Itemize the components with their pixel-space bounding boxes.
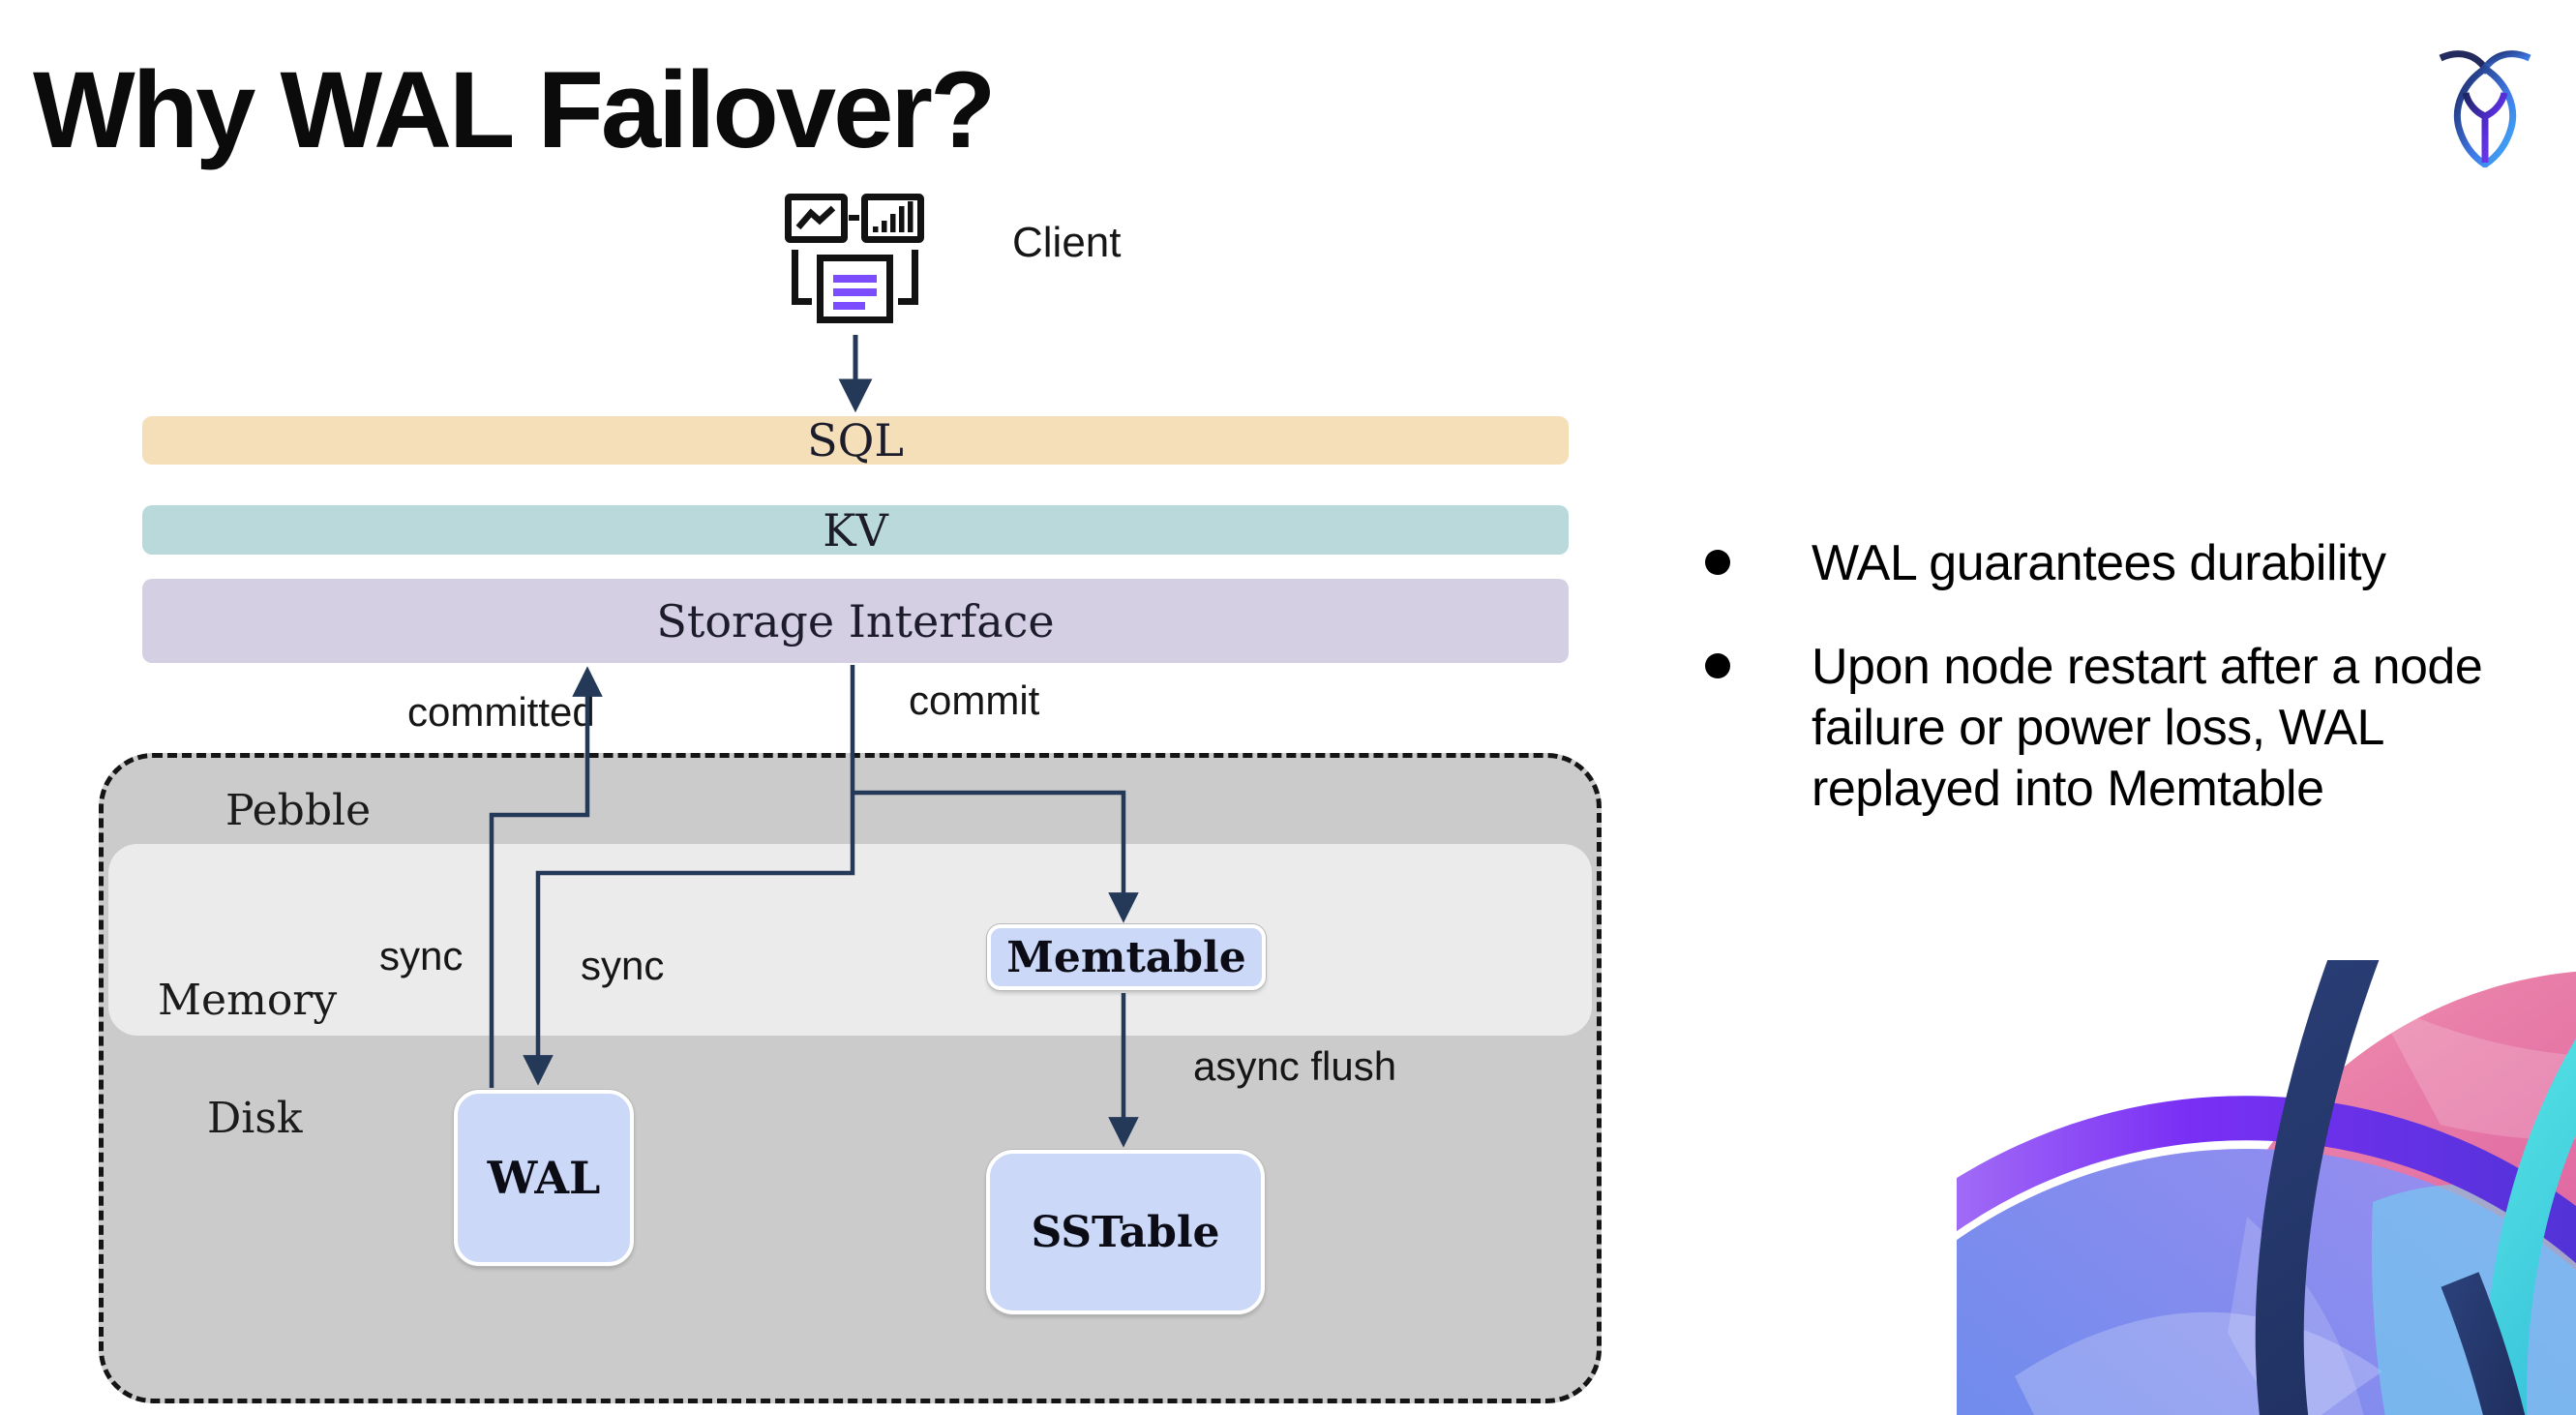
storage-interface-layer-bar: Storage Interface bbox=[142, 579, 1569, 663]
bullet-text: Upon node restart after a node failure o… bbox=[1812, 639, 2483, 817]
wal-box: WAL bbox=[454, 1090, 634, 1266]
sql-layer-bar: SQL bbox=[142, 414, 1569, 467]
sync-edge-label-right: sync bbox=[581, 943, 665, 988]
bullet-dot bbox=[1705, 550, 1730, 575]
sync-edge-label-left: sync bbox=[379, 933, 464, 978]
bullet-item: WAL guarantees durability bbox=[1692, 533, 2524, 594]
disk-label: Disk bbox=[207, 1094, 303, 1143]
kv-layer-label: KV bbox=[823, 503, 888, 557]
async-flush-edge-label: async flush bbox=[1193, 1043, 1397, 1089]
kv-layer-bar: KV bbox=[142, 503, 1569, 557]
storage-interface-label: Storage Interface bbox=[656, 594, 1055, 647]
sstable-label: SSTable bbox=[1031, 1207, 1220, 1257]
commit-edge-label: commit bbox=[909, 677, 1040, 723]
memtable-label: Memtable bbox=[1006, 932, 1246, 982]
memory-label: Memory bbox=[158, 976, 338, 1025]
bullet-text: WAL guarantees durability bbox=[1812, 535, 2386, 591]
client-label: Client bbox=[1012, 219, 1122, 266]
sstable-box: SSTable bbox=[986, 1150, 1265, 1314]
sql-layer-label: SQL bbox=[807, 414, 904, 467]
page-title: Why WAL Failover? bbox=[33, 49, 996, 170]
cockroachdb-brand-art bbox=[1957, 960, 2576, 1415]
memtable-box: Memtable bbox=[987, 924, 1266, 990]
wal-label: WAL bbox=[487, 1152, 601, 1204]
bullet-list: WAL guarantees durability Upon node rest… bbox=[1692, 533, 2524, 820]
bullet-dot bbox=[1705, 653, 1730, 678]
bullet-item: Upon node restart after a node failure o… bbox=[1692, 637, 2524, 820]
cockroachdb-logo-icon bbox=[2439, 50, 2531, 167]
client-workstation-icon bbox=[785, 194, 924, 323]
committed-edge-label: committed bbox=[407, 689, 595, 735]
pebble-label: Pebble bbox=[225, 786, 372, 835]
